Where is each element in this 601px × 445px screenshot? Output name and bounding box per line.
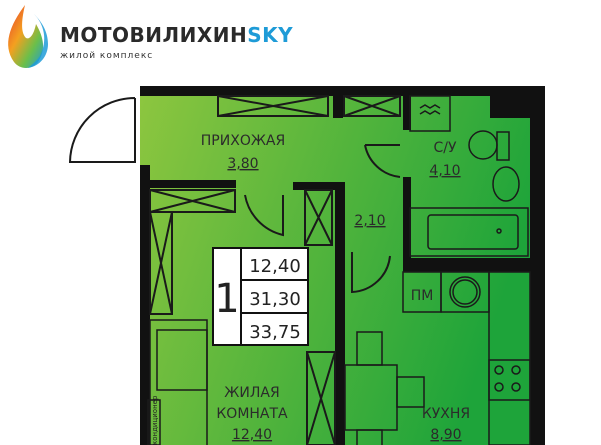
room-area-bathroom: 4,10 — [429, 163, 460, 179]
rooms-count: 1 — [214, 276, 239, 322]
logo-title: МОТОВИЛИХИН — [60, 23, 247, 47]
entrance-door-icon — [68, 97, 136, 163]
logo-title-accent: SKY — [247, 23, 293, 47]
logo-subtitle: жилой комплекс — [60, 51, 153, 61]
kitchen-sink-icon — [449, 276, 481, 308]
kitchen-fixtures — [344, 271, 531, 445]
room-name-hallway: ПРИХОЖАЯ — [201, 133, 285, 149]
logo-flame-icon — [8, 5, 44, 68]
room-name-bathroom: С/У — [433, 140, 456, 156]
room-area-kitchen: 8,90 — [430, 427, 461, 443]
bathroom-fixtures — [409, 95, 529, 257]
svg-text:МОТОВИЛИХИНSKY: МОТОВИЛИХИНSKY — [60, 23, 293, 47]
total-area: 33,75 — [249, 322, 301, 343]
room-name-living-line1: ЖИЛАЯ — [224, 385, 279, 401]
room-name-utility: ПМ — [411, 288, 434, 304]
apartment-info-box: 1 12,40 31,30 33,75 — [212, 247, 309, 346]
sofa-icon — [147, 319, 208, 445]
bathtub-icon — [409, 207, 529, 257]
chair-icon — [356, 331, 383, 366]
room-name-living-line2: КОМНАТА — [216, 406, 288, 422]
room-area-living: 12,40 — [232, 427, 272, 443]
chair-icon — [396, 376, 425, 408]
room-area-hallway: 3,80 — [227, 156, 258, 172]
wardrobe-icon — [149, 95, 401, 445]
walls — [140, 86, 545, 445]
room-name-kitchen: КУХНЯ — [422, 406, 470, 422]
total-living-area: 31,30 — [249, 289, 301, 310]
living-area: 12,40 — [249, 256, 301, 277]
sink-icon — [492, 166, 520, 202]
ac-label: кондиционер — [151, 395, 159, 445]
door-arc-icon — [244, 144, 401, 294]
chair-icon — [356, 429, 383, 445]
logo: МОТОВИЛИХИНSKY жилой комплекс — [8, 5, 293, 68]
stove-icon — [488, 359, 531, 401]
heated-towel-icon — [419, 104, 441, 115]
air-conditioner-icon — [147, 399, 161, 445]
room-area-corridor: 2,10 — [354, 213, 385, 229]
